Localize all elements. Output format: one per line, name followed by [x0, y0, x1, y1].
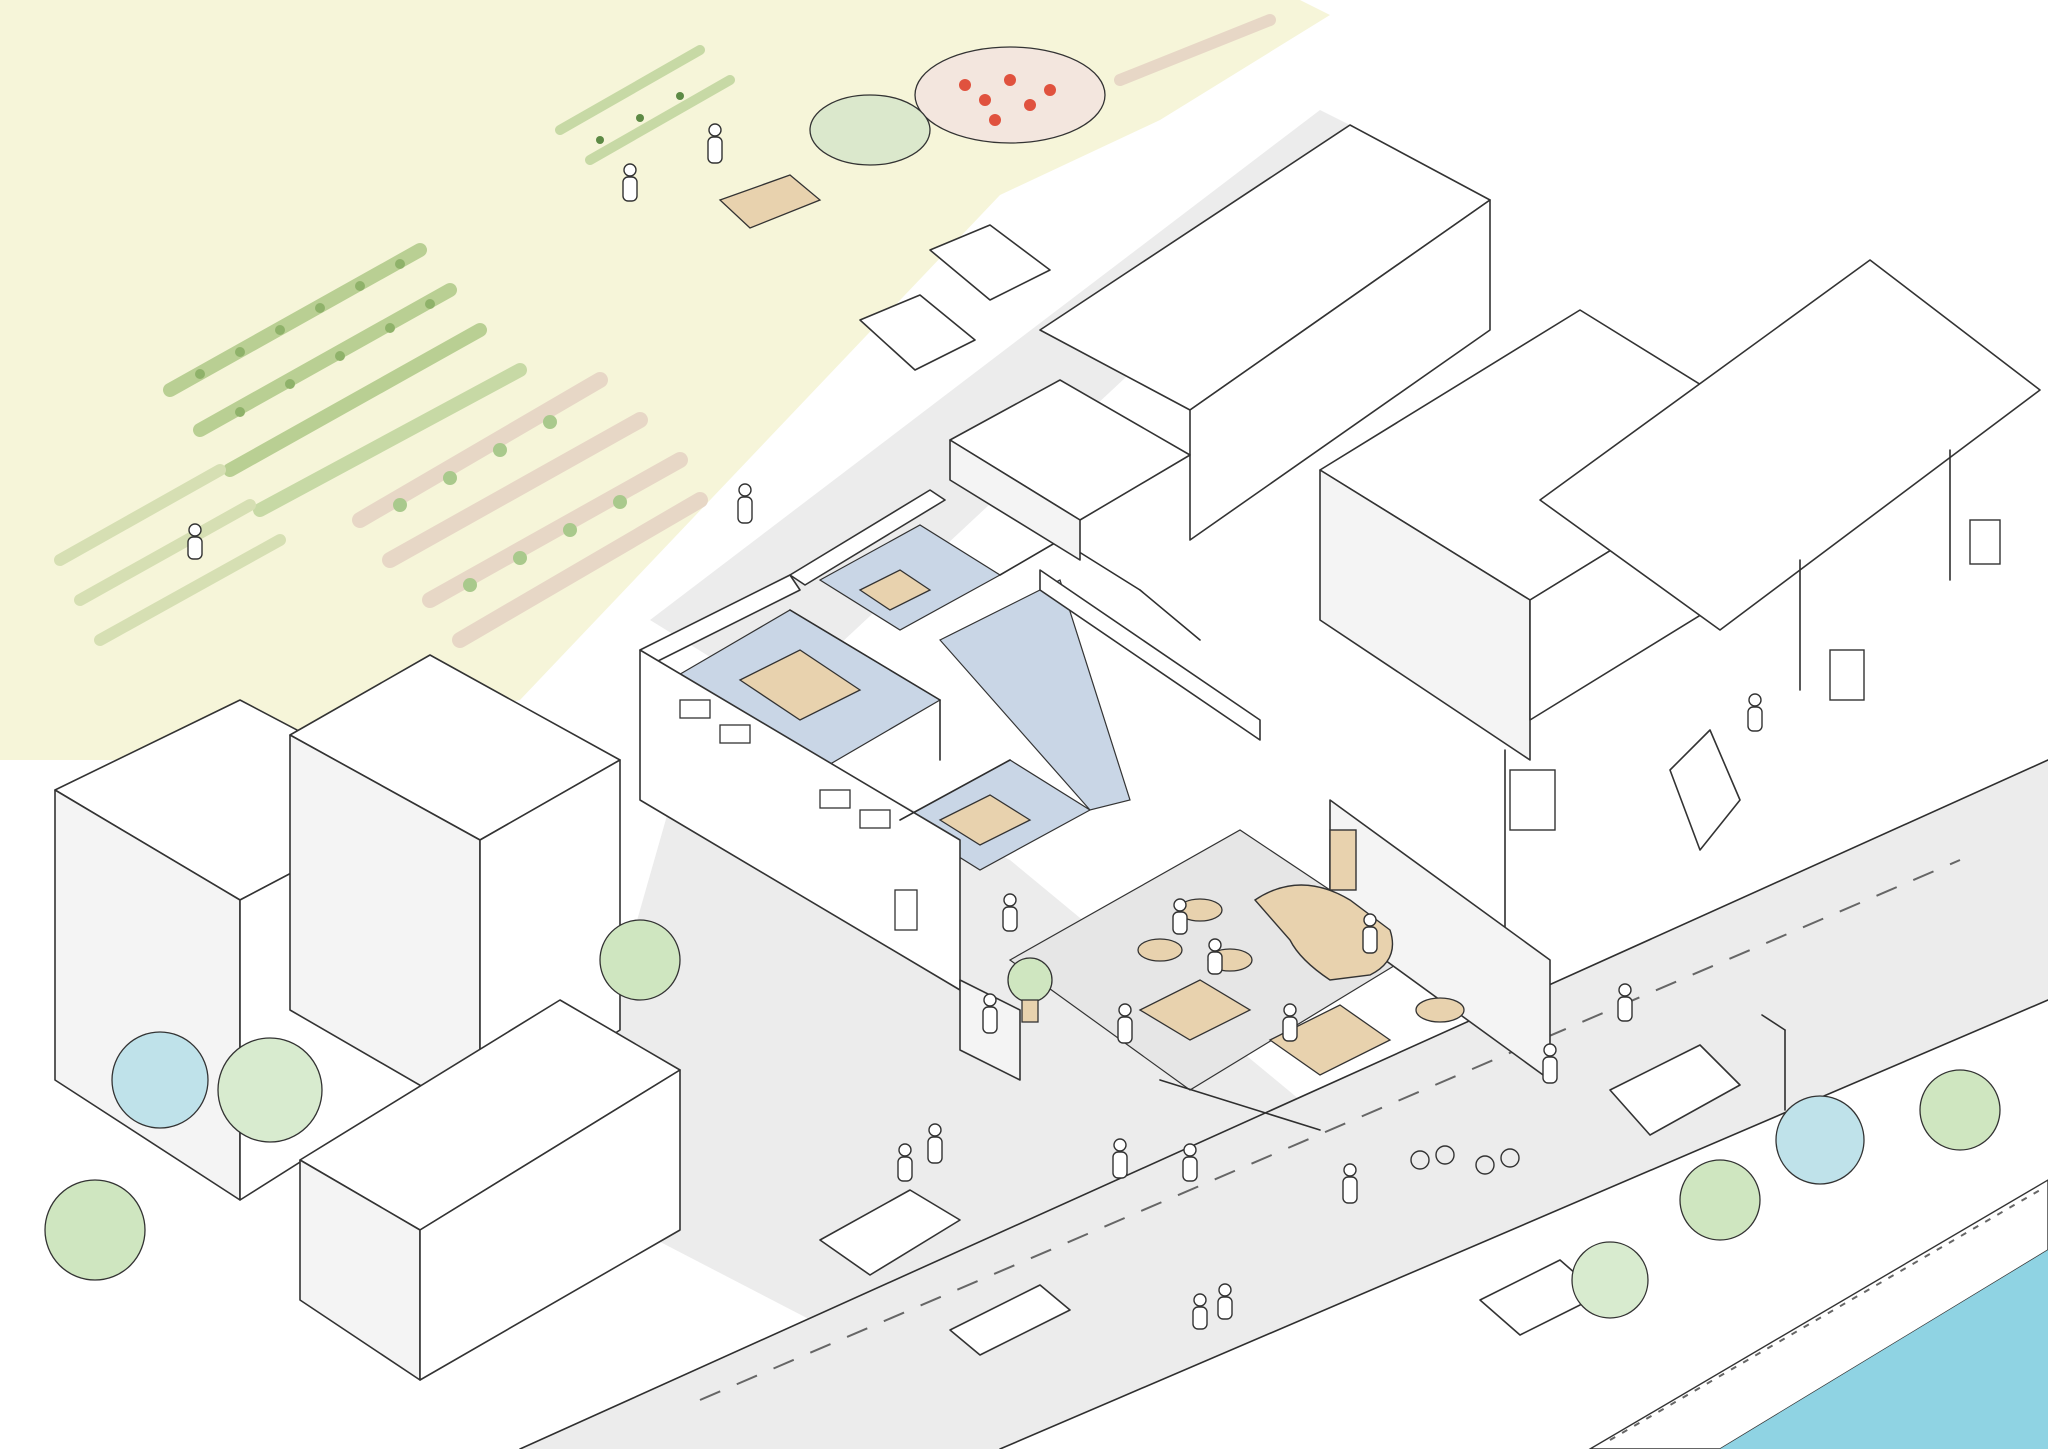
- tree-left-3: [44, 1179, 146, 1281]
- neighbor-buildings: [54, 124, 2041, 1381]
- car-lower: [949, 1284, 1071, 1356]
- sign-board: [1509, 769, 1556, 831]
- east-wing-wall: [1039, 569, 1261, 741]
- windows: [679, 699, 918, 931]
- tree-river-3: [1571, 1241, 1649, 1319]
- car-left-road: [819, 1189, 961, 1276]
- meeting-table: [938, 794, 1032, 846]
- market-stalls: [1138, 979, 1392, 1131]
- workshop-table: [738, 649, 862, 721]
- truck-top: [859, 294, 976, 371]
- corridor-floor: [939, 579, 1131, 811]
- potted-tree: [1007, 957, 1053, 1023]
- fuel-pump: [1829, 649, 1865, 701]
- trees: [44, 919, 2001, 1319]
- crop-rows: [54, 14, 1276, 648]
- river: [1588, 1179, 2048, 1449]
- fuel-pump-2: [1969, 519, 2001, 565]
- house-wall-front: [419, 1069, 681, 1381]
- tomato-plants: [959, 74, 1056, 126]
- kitchen-shelf: [1329, 829, 1357, 891]
- farmland: [0, 0, 1330, 760]
- storage-block-side: [949, 439, 1081, 561]
- van-top: [929, 224, 1051, 301]
- north-wall: [789, 489, 946, 586]
- studio-table: [858, 569, 932, 611]
- tree-river-4: [1919, 1069, 2001, 1151]
- gas-canopy: [1539, 259, 2041, 631]
- warehouse-front: [1189, 199, 1491, 541]
- river-water: [1720, 1250, 2048, 1449]
- tree-left-2: [217, 1037, 323, 1143]
- street-lamp: [1761, 1014, 1786, 1111]
- crop-plants: [195, 92, 684, 592]
- car-gas-station: [1669, 729, 1741, 851]
- tree-left-1: [111, 1031, 209, 1129]
- embankment: [1588, 1179, 2048, 1449]
- vehicles: [819, 224, 1741, 1356]
- tree-river-2: [1775, 1095, 1865, 1185]
- minivan-right: [1609, 1044, 1741, 1136]
- field-ground: [0, 0, 1330, 760]
- tree-center: [599, 919, 681, 1001]
- tree-river-1: [1679, 1159, 1761, 1241]
- cafe-counter: [1253, 884, 1394, 981]
- garden-plot: [809, 46, 1106, 166]
- gas-building-side: [1319, 469, 1531, 761]
- picnic-table: [718, 174, 822, 229]
- people: [187, 123, 1763, 1330]
- bicycles: [1410, 1145, 1520, 1175]
